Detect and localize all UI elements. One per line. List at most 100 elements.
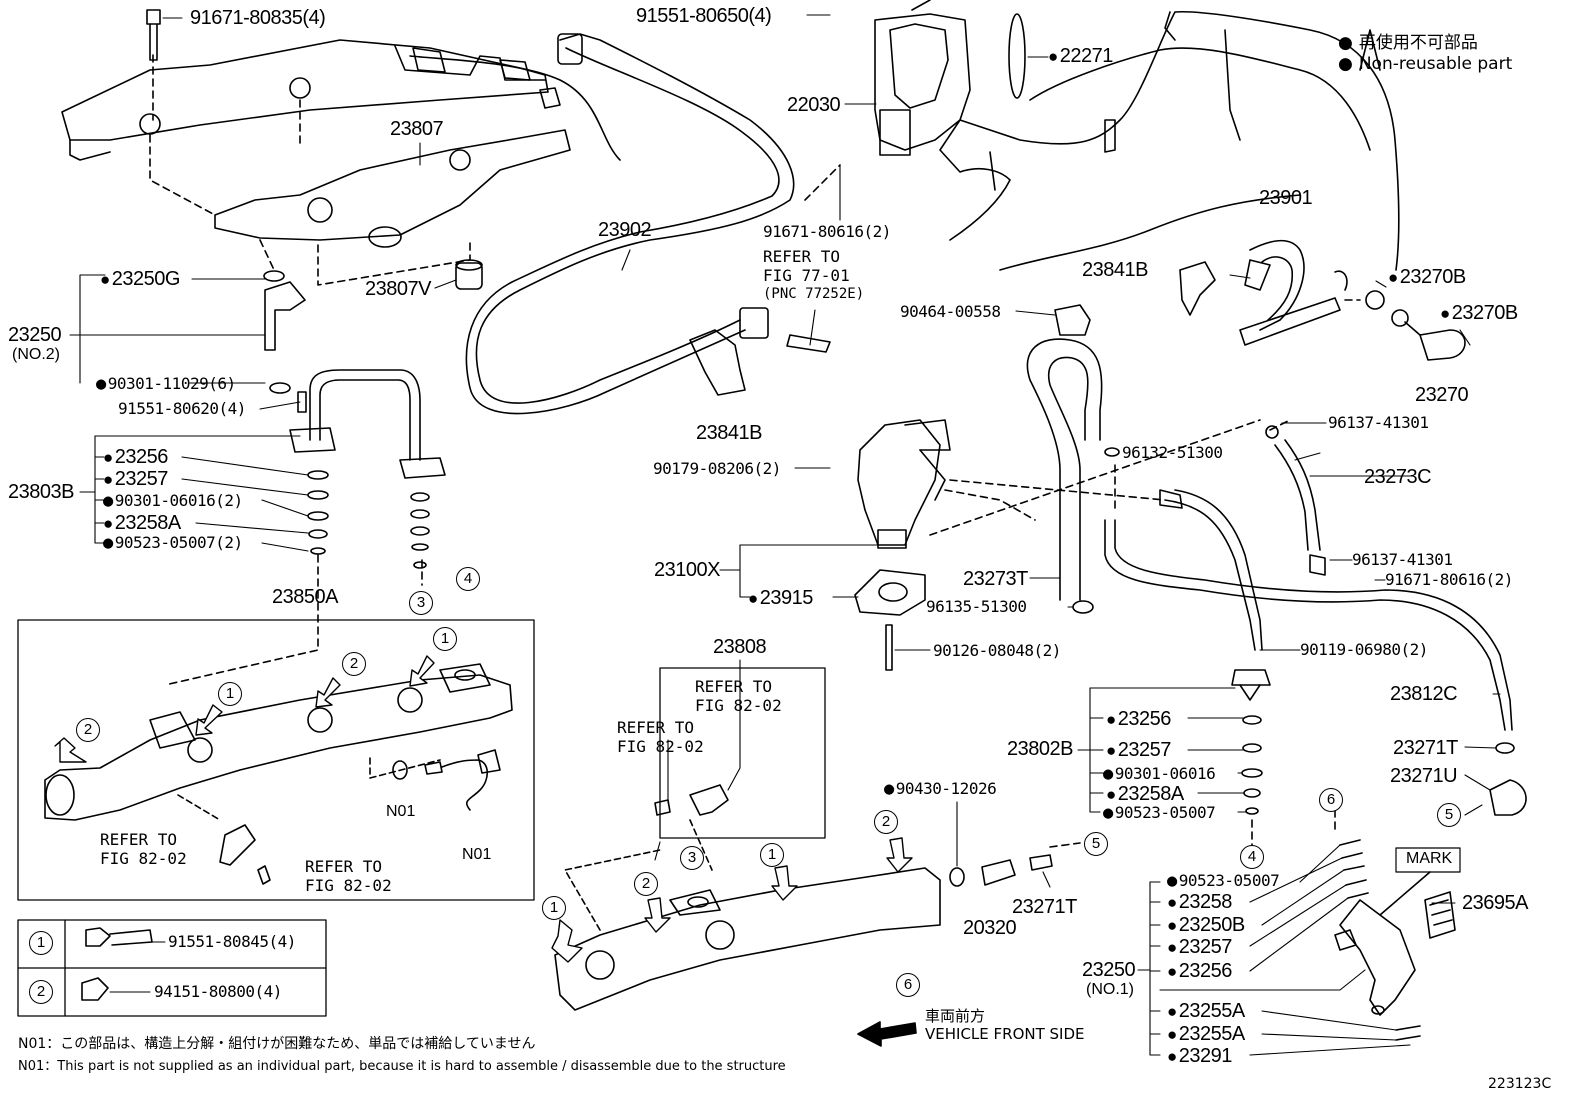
callout-5: 5 [1437, 803, 1461, 827]
footnote-jp: N01：この部品は、構造上分解・組付けが困難なため、単品では補給していません [18, 1036, 536, 1052]
label-23803B: 23803B [8, 481, 74, 503]
label-96137-41301-b: 96137-41301 [1352, 550, 1453, 569]
label-23257-b: 23257 [1106, 739, 1172, 762]
legend-jp: ●再使用不可部品 [1338, 33, 1478, 53]
direction-jp: 車両前方 [925, 1007, 986, 1025]
key-1-circle: 1 [29, 931, 53, 955]
label-23250B: 23250B [1167, 914, 1245, 937]
label-23271T-b: 23271T [1012, 896, 1077, 918]
callout-2: 2 [634, 872, 658, 896]
rail-cover-23807 [61, 39, 571, 248]
legend-en: ●Non-reusable part [1338, 54, 1513, 74]
label-91551-80650: 91551-80650(4) [636, 5, 772, 27]
label-mark: MARK [1406, 850, 1453, 867]
label-23270B-b: 23270B [1440, 302, 1518, 325]
label-23100X: 23100X [654, 559, 720, 581]
label-23802B: 23802B [1007, 738, 1073, 760]
label-23250-no1: 23250 (NO.1) [1082, 959, 1136, 998]
label-90126-08048: 90126-08048(2) [933, 641, 1061, 660]
label-n01-b: N01 [462, 846, 492, 863]
key-2-circle: 2 [29, 980, 53, 1004]
label-23270: 23270 [1415, 384, 1469, 406]
footnote-en: N01：This part is not supplied as an indi… [18, 1059, 786, 1074]
seal-stack-right [1241, 715, 1263, 815]
label-91671-80616-a: 91671-80616(2) [763, 222, 891, 241]
callout-2: 2 [76, 718, 100, 742]
label-90430-12026: 90430-12026 [884, 779, 997, 799]
label-23271T-a: 23271T [1393, 737, 1458, 759]
label-90523-05007-c: 90523-05007 [1167, 871, 1280, 891]
label-n01-a: N01 [386, 803, 416, 820]
callout-4: 4 [1240, 845, 1264, 869]
label-91551-80620: 91551-80620(4) [118, 399, 246, 418]
label-23257-a: 23257 [103, 468, 169, 491]
label-23256-c: 23256 [1167, 960, 1233, 983]
label-23271U: 23271U [1390, 765, 1458, 787]
label-23850A: 23850A [272, 586, 338, 608]
callout-2: 2 [874, 810, 898, 834]
label-23808: 23808 [713, 636, 767, 658]
label-90301-11029: 90301-11029(6) [96, 374, 236, 394]
label-23695A: 23695A [1462, 892, 1528, 914]
label-23901: 23901 [1259, 187, 1313, 209]
label-23250-no2: 23250 (NO.2) [8, 324, 62, 363]
label-90119-06980: 90119-06980(2) [1300, 640, 1428, 659]
label-91671-80616-b: 91671-80616(2) [1385, 570, 1513, 589]
label-23256-b: 23256 [1106, 708, 1172, 731]
callout-5: 5 [1084, 832, 1108, 856]
callout-2: 2 [342, 652, 366, 676]
callout-1: 1 [760, 843, 784, 867]
label-23258A-a: 23258A [103, 512, 181, 535]
label-90523-05007-b: 90523-05007 [1103, 803, 1216, 823]
key-1-part: 91551-80845(4) [168, 932, 296, 951]
label-23270B-a: 23270B [1388, 266, 1466, 289]
callout-1: 1 [542, 896, 566, 920]
label-23258A-b: 23258A [1106, 783, 1184, 806]
label-23255A-b: 23255A [1167, 1023, 1245, 1046]
label-23255A-a: 23255A [1167, 1000, 1245, 1023]
callout-1: 1 [433, 627, 457, 651]
figure-id: 223123C [1488, 1076, 1552, 1092]
key-2-part: 94151-80800(4) [154, 982, 282, 1001]
fuel-rail-23850A [44, 663, 513, 821]
label-20320: 20320 [963, 917, 1017, 939]
label-90523-05007-a: 90523-05007(2) [103, 533, 243, 553]
callout-4: 4 [456, 567, 480, 591]
injector-23250-no1 [1334, 899, 1416, 1016]
direction-en: VEHICLE FRONT SIDE [925, 1025, 1085, 1043]
label-23807V: 23807V [365, 278, 431, 300]
label-90179-08206: 90179-08206(2) [653, 459, 781, 478]
label-23256-a: 23256 [103, 446, 169, 469]
label-23841B-b: 23841B [696, 422, 762, 444]
label-23273T: 23273T [963, 568, 1028, 590]
label-90301-06016-a: 90301-06016(2) [103, 491, 243, 511]
callout-3: 3 [409, 591, 433, 615]
callout-1: 1 [218, 682, 242, 706]
label-96137-41301-a: 96137-41301 [1328, 413, 1429, 432]
label-90301-06016-b: 90301-06016 [1103, 764, 1216, 784]
label-23902: 23902 [598, 219, 652, 241]
label-23250G: 23250G [100, 268, 181, 291]
label-23807: 23807 [390, 118, 444, 140]
callout-3: 3 [680, 846, 704, 870]
label-91671-80835: 91671-80835(4) [190, 7, 326, 29]
label-22271: 22271 [1048, 45, 1114, 68]
label-23258-c: 23258 [1167, 891, 1233, 914]
label-23257-c: 23257 [1167, 936, 1233, 959]
label-23915: 23915 [748, 587, 814, 610]
label-23273C: 23273C [1364, 466, 1432, 488]
label-96135-51300: 96135-51300 [926, 597, 1027, 616]
label-23291: 23291 [1167, 1045, 1233, 1068]
label-90464-00558: 90464-00558 [900, 302, 1001, 321]
callout-6: 6 [1319, 788, 1343, 812]
dashed-leaders-top [149, 54, 471, 286]
label-23841B-a: 23841B [1082, 259, 1148, 281]
label-22030: 22030 [787, 94, 841, 116]
